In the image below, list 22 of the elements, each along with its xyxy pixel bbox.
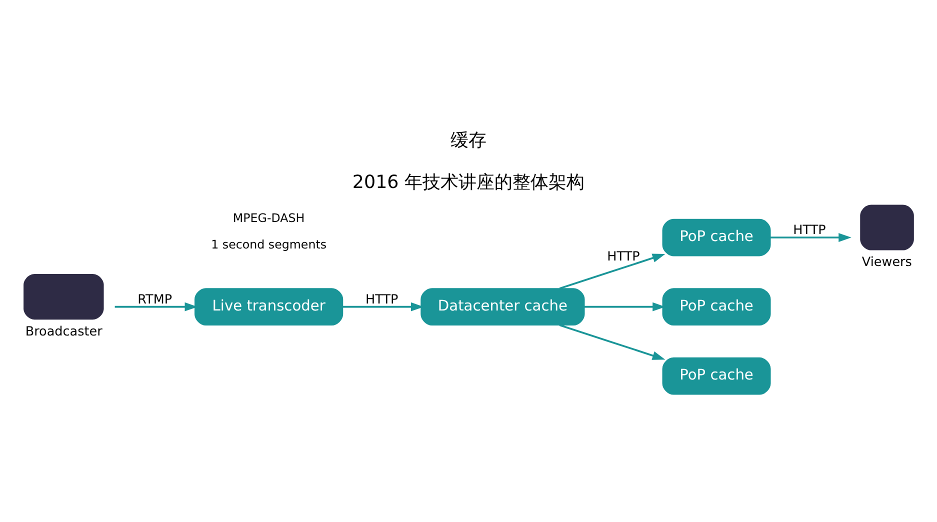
node-label: 1 second segments — [211, 237, 327, 252]
node-label: MPEG-DASH — [232, 210, 305, 225]
diagram-title: 缓存 — [450, 130, 486, 151]
node-label: Broadcaster — [25, 324, 102, 340]
arrow — [770, 233, 852, 242]
node-box — [24, 274, 104, 320]
arrow — [584, 302, 666, 312]
node-box: Datacenter cache — [420, 288, 585, 326]
edge-label: HTTP — [793, 223, 826, 238]
arrow — [559, 324, 666, 360]
node-box: PoP cache — [662, 218, 771, 256]
node-box: Live transcoder — [194, 288, 344, 326]
arrow — [559, 254, 666, 290]
caption: 2016 年技术讲座的整体架构 — [352, 172, 585, 193]
node-box: PoP cache — [662, 288, 771, 326]
node-box: PoP cache — [662, 357, 771, 395]
node-box — [860, 204, 914, 250]
edge-label: HTTP — [607, 250, 640, 264]
arrow — [342, 302, 424, 312]
edge-label: RTMP — [138, 292, 172, 308]
node-label: Viewers — [862, 254, 912, 270]
edge-label: HTTP — [366, 292, 398, 308]
